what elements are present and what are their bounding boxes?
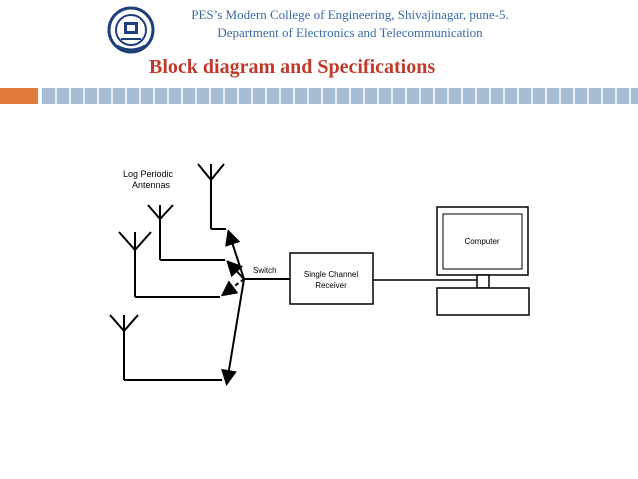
computer-label: Computer (464, 237, 499, 246)
antenna-4-icon (109, 314, 222, 381)
accent-bar-tiles (55, 88, 631, 104)
receiver-label-line2: Receiver (315, 281, 347, 290)
antenna-1-icon (197, 163, 226, 230)
receiver-block (289, 252, 374, 305)
computer-neck (476, 274, 490, 289)
computer-icon (436, 206, 530, 316)
computer-base (436, 287, 530, 316)
accent-bar-blue (42, 88, 638, 104)
department-name: Department of Electronics and Telecommun… (217, 25, 483, 40)
computer-screen (442, 213, 523, 270)
college-emblem-icon (107, 6, 155, 54)
block-diagram: Log Periodic Antennas Switch Single (109, 163, 530, 386)
switch-label: Switch (253, 266, 277, 275)
antenna-3-icon (118, 231, 220, 298)
accent-bar-orange (0, 88, 38, 104)
antennas-label-line2: Antennas (132, 180, 171, 190)
switch-icon (220, 229, 290, 386)
slide-title: Block diagram and Specifications (149, 56, 436, 78)
college-header: PES’s Modern College of Engineering, Shi… (160, 6, 540, 42)
accent-bar (0, 88, 638, 104)
college-name: PES’s Modern College of Engineering, Shi… (191, 7, 509, 22)
receiver-label-line1: Single Channel (304, 270, 358, 279)
antennas-label-line1: Log Periodic (123, 169, 174, 179)
antenna-2-icon (147, 204, 225, 261)
